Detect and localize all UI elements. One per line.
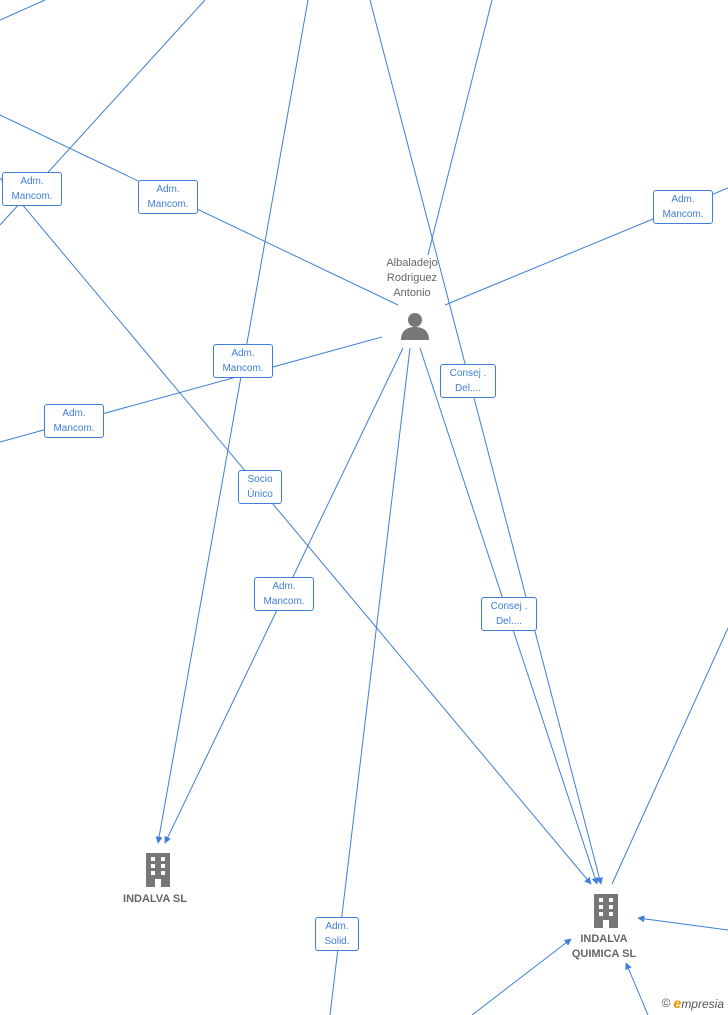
- edge-label-line: Adm.: [62, 408, 86, 419]
- edge-label-line: Adm.: [20, 176, 44, 187]
- edge-label[interactable]: Adm. Mancom.: [138, 180, 198, 214]
- building-icon[interactable]: [590, 893, 622, 929]
- edge: [471, 938, 572, 1015]
- company-name-line: QUIMICA SL: [571, 948, 637, 960]
- edge-label[interactable]: Adm. Mancom.: [254, 577, 314, 611]
- edge-label[interactable]: Adm. Mancom.: [653, 190, 713, 224]
- edge: [427, 0, 493, 256]
- edge-label[interactable]: Consej . Del....: [440, 364, 496, 398]
- edge-label-line: Adm.: [231, 348, 255, 359]
- person-name-line: Rodriguez: [386, 272, 438, 284]
- edge-label[interactable]: Adm. Mancom.: [2, 172, 62, 206]
- edge-label-line: Mancom.: [662, 209, 704, 220]
- company-name-indalva-quimica[interactable]: INDALVA QUIMICA SL: [554, 932, 654, 962]
- edge-label-line: Consej .: [449, 368, 487, 379]
- brand-logo-text: mpresia: [681, 997, 724, 1011]
- person-name-line: Albaladejo: [386, 257, 438, 269]
- edge-label-line: Mancom.: [222, 363, 264, 374]
- edge-label-line: Del....: [454, 383, 482, 394]
- edge-label-line: Adm.: [325, 921, 349, 932]
- company-name-line: INDALVA SL: [123, 893, 187, 905]
- building-icon[interactable]: [142, 852, 174, 888]
- edge-label[interactable]: Adm. Mancom.: [213, 344, 273, 378]
- edge-label[interactable]: Adm. Solid.: [315, 917, 359, 951]
- edge-label-line: Del....: [495, 616, 523, 627]
- person-name[interactable]: Albaladejo Rodriguez Antonio: [362, 256, 462, 301]
- edge-label-line: Solid.: [324, 936, 350, 947]
- edge: [0, 177, 592, 885]
- edge-label-line: Adm.: [671, 194, 695, 205]
- edge-label-line: Adm.: [272, 581, 296, 592]
- edge: [369, 0, 603, 885]
- edge-label-line: Consej .: [490, 601, 528, 612]
- copyright-symbol: ©: [661, 996, 671, 1010]
- edge: [637, 915, 728, 931]
- edge-label[interactable]: Socio Único: [238, 470, 282, 504]
- edge: [0, 114, 399, 306]
- edge-label[interactable]: Adm. Mancom.: [44, 404, 104, 438]
- edge: [329, 347, 411, 1015]
- edge-label-line: Mancom.: [147, 199, 189, 210]
- brand-watermark: © empresia: [662, 995, 724, 1011]
- person-icon[interactable]: [400, 311, 430, 341]
- edge-label[interactable]: Consej . Del....: [481, 597, 537, 631]
- person-name-line: Antonio: [393, 287, 431, 299]
- edge: [625, 962, 649, 1015]
- edge-label-line: Adm.: [156, 184, 180, 195]
- company-name-indalva[interactable]: INDALVA SL: [105, 892, 205, 907]
- brand-logo-letter: e: [673, 995, 682, 1011]
- edge-label-line: Socio: [247, 474, 273, 485]
- edge-label-line: Mancom.: [263, 596, 305, 607]
- edge-label-line: Mancom.: [53, 423, 95, 434]
- edge-label-line: Mancom.: [11, 191, 53, 202]
- edge: [0, 0, 46, 21]
- edge: [155, 0, 309, 844]
- edge-label-line: Único: [247, 489, 273, 500]
- edge: [611, 627, 728, 885]
- company-name-line: INDALVA: [580, 933, 628, 945]
